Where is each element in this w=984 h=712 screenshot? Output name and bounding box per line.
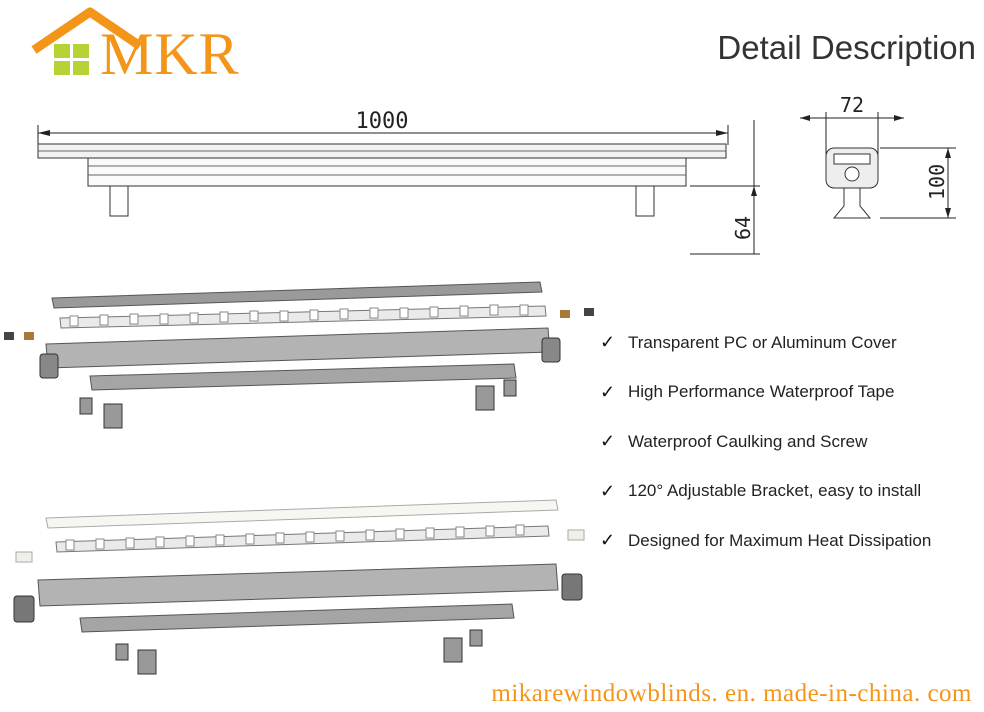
- feature-item: ✓ Waterproof Caulking and Screw: [600, 417, 980, 467]
- cross-section-drawing: 72 100: [800, 93, 956, 219]
- dim-width: 72: [840, 93, 864, 117]
- feature-text: Waterproof Caulking and Screw: [628, 431, 868, 451]
- feature-item: ✓ 120° Adjustable Bracket, easy to insta…: [600, 467, 980, 517]
- feature-list: ✓ Transparent PC or Aluminum Cover ✓ Hig…: [600, 318, 980, 566]
- feature-item: ✓ High Performance Waterproof Tape: [600, 368, 980, 418]
- page-title: Detail Description: [717, 29, 976, 66]
- dim-bracket: 64: [731, 216, 755, 240]
- footer-url[interactable]: mikarewindowblinds. en. made-in-china. c…: [491, 680, 972, 707]
- checkmark-icon: ✓: [600, 480, 616, 501]
- feature-text: High Performance Waterproof Tape: [628, 382, 895, 402]
- exploded-view-aluminum: [4, 281, 594, 429]
- side-view-drawing: 1000 64: [37, 109, 760, 255]
- feature-item: ✓ Transparent PC or Aluminum Cover: [600, 318, 980, 368]
- logo-text: MKR: [100, 21, 240, 87]
- checkmark-icon: ✓: [600, 530, 616, 551]
- dim-height: 100: [925, 164, 949, 200]
- house-logo-icon: [31, 7, 143, 75]
- feature-text: Designed for Maximum Heat Dissipation: [628, 530, 932, 550]
- feature-text: Transparent PC or Aluminum Cover: [628, 332, 897, 352]
- checkmark-icon: ✓: [600, 431, 616, 452]
- checkmark-icon: ✓: [600, 381, 616, 402]
- exploded-view-pc: [13, 499, 585, 675]
- feature-text: 120° Adjustable Bracket, easy to install: [628, 481, 922, 501]
- dim-length: 1000: [356, 109, 409, 134]
- checkmark-icon: ✓: [600, 332, 616, 353]
- feature-item: ✓ Designed for Maximum Heat Dissipation: [600, 516, 980, 566]
